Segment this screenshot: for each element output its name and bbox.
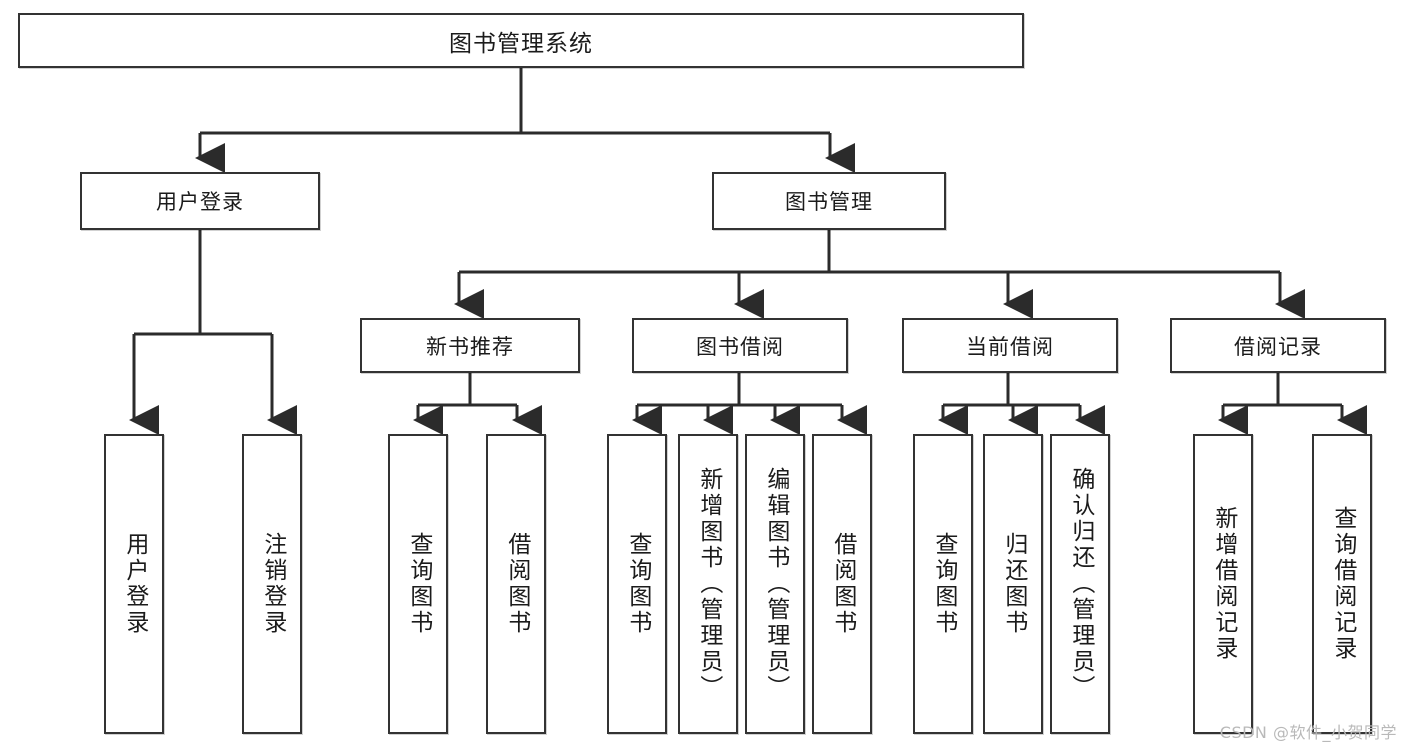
node-leaf-query-book-3[interactable]: 查询图书 — [913, 434, 973, 734]
node-leaf-query-borrow-record-label: 查询借阅记录 — [1329, 506, 1356, 662]
node-leaf-borrow-book-1[interactable]: 借阅图书 — [486, 434, 546, 734]
node-current-borrow-label: 当前借阅 — [966, 334, 1054, 359]
node-leaf-borrow-book-2-label: 借阅图书 — [829, 532, 856, 636]
node-leaf-query-borrow-record[interactable]: 查询借阅记录 — [1312, 434, 1372, 734]
node-leaf-query-book-2-label: 查询图书 — [624, 532, 651, 636]
node-user-login[interactable]: 用户登录 — [80, 172, 320, 230]
node-leaf-borrow-book-2[interactable]: 借阅图书 — [812, 434, 872, 734]
node-new-book-recommend-label: 新书推荐 — [426, 334, 514, 359]
node-leaf-query-book-2[interactable]: 查询图书 — [607, 434, 667, 734]
node-leaf-return-book-label: 归还图书 — [1000, 532, 1027, 636]
node-new-book-recommend[interactable]: 新书推荐 — [360, 318, 580, 373]
node-leaf-query-book-1[interactable]: 查询图书 — [388, 434, 448, 734]
node-leaf-edit-book-admin-label: 编辑图书（管理员） — [762, 467, 789, 701]
node-leaf-add-book-admin[interactable]: 新增图书（管理员） — [678, 434, 738, 734]
node-leaf-query-book-3-label: 查询图书 — [930, 532, 957, 636]
node-book-manage[interactable]: 图书管理 — [712, 172, 946, 230]
node-leaf-user-login[interactable]: 用户登录 — [104, 434, 164, 734]
node-leaf-edit-book-admin[interactable]: 编辑图书（管理员） — [745, 434, 805, 734]
node-leaf-add-borrow-record-label: 新增借阅记录 — [1210, 506, 1237, 662]
node-borrow-record[interactable]: 借阅记录 — [1170, 318, 1386, 373]
node-leaf-confirm-return-admin-label: 确认归还（管理员） — [1067, 467, 1094, 701]
node-leaf-confirm-return-admin[interactable]: 确认归还（管理员） — [1050, 434, 1110, 734]
node-root-title[interactable]: 图书管理系统 — [18, 13, 1024, 68]
node-leaf-logout-login[interactable]: 注销登录 — [242, 434, 302, 734]
node-leaf-add-book-admin-label: 新增图书（管理员） — [695, 467, 722, 701]
node-leaf-add-borrow-record[interactable]: 新增借阅记录 — [1193, 434, 1253, 734]
node-borrow-record-label: 借阅记录 — [1234, 334, 1322, 359]
node-book-manage-label: 图书管理 — [785, 190, 873, 214]
node-book-borrow[interactable]: 图书借阅 — [632, 318, 848, 373]
node-leaf-query-book-1-label: 查询图书 — [405, 532, 432, 636]
csdn-watermark: CSDN @软件_小贺同学 — [1219, 723, 1397, 742]
node-book-borrow-label: 图书借阅 — [696, 334, 784, 359]
node-leaf-borrow-book-1-label: 借阅图书 — [503, 532, 530, 636]
node-leaf-logout-login-label: 注销登录 — [259, 532, 286, 636]
node-leaf-return-book[interactable]: 归还图书 — [983, 434, 1043, 734]
node-leaf-user-login-label: 用户登录 — [121, 532, 148, 636]
node-root-label: 图书管理系统 — [449, 30, 593, 57]
node-current-borrow[interactable]: 当前借阅 — [902, 318, 1118, 373]
node-user-login-label: 用户登录 — [156, 190, 244, 214]
